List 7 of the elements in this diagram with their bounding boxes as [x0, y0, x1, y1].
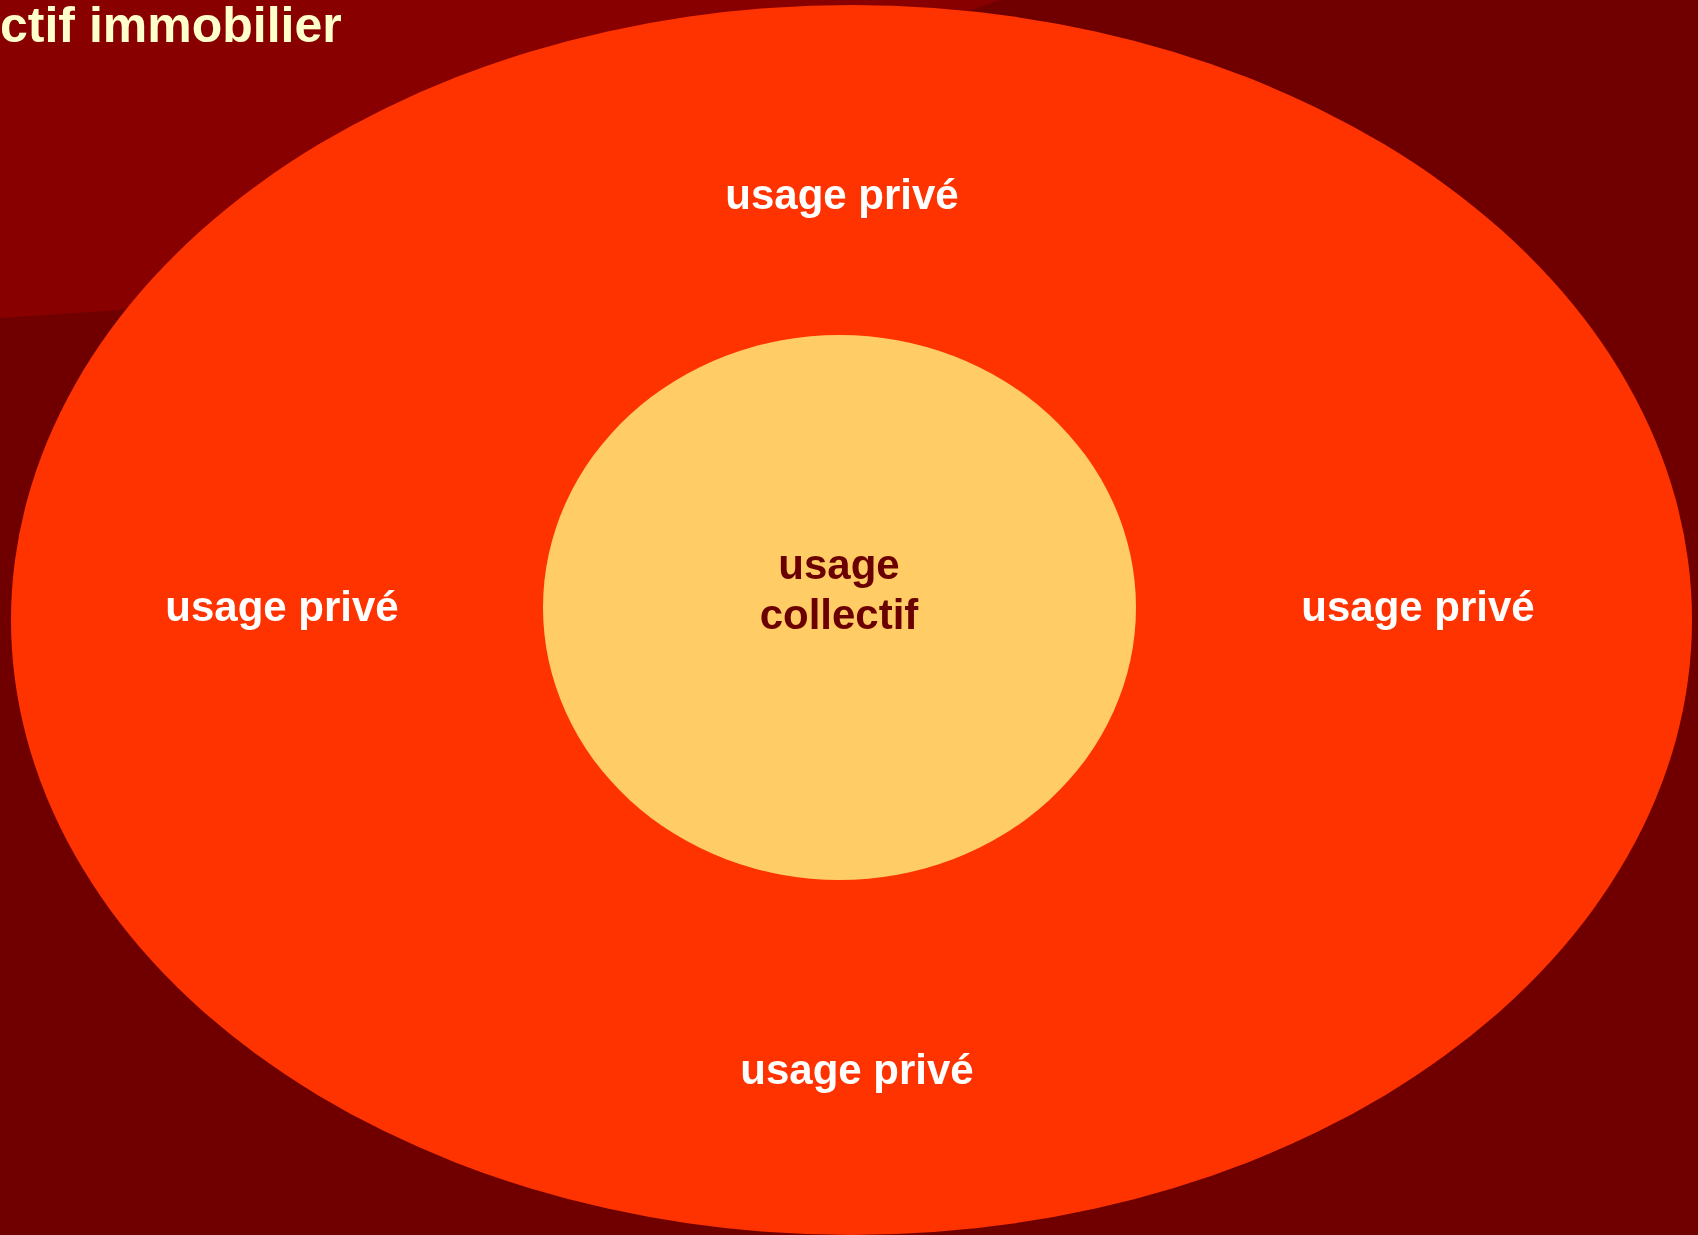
slide-title: ctif immobilier: [0, 0, 342, 54]
ellipse-region: [543, 335, 1136, 880]
region-label: usage privé: [740, 1046, 974, 1094]
region-label: usage privé: [1301, 583, 1535, 631]
region-label: usage collectif: [758, 539, 920, 640]
region-label: usage privé: [165, 583, 399, 631]
region-label: usage privé: [725, 171, 959, 219]
